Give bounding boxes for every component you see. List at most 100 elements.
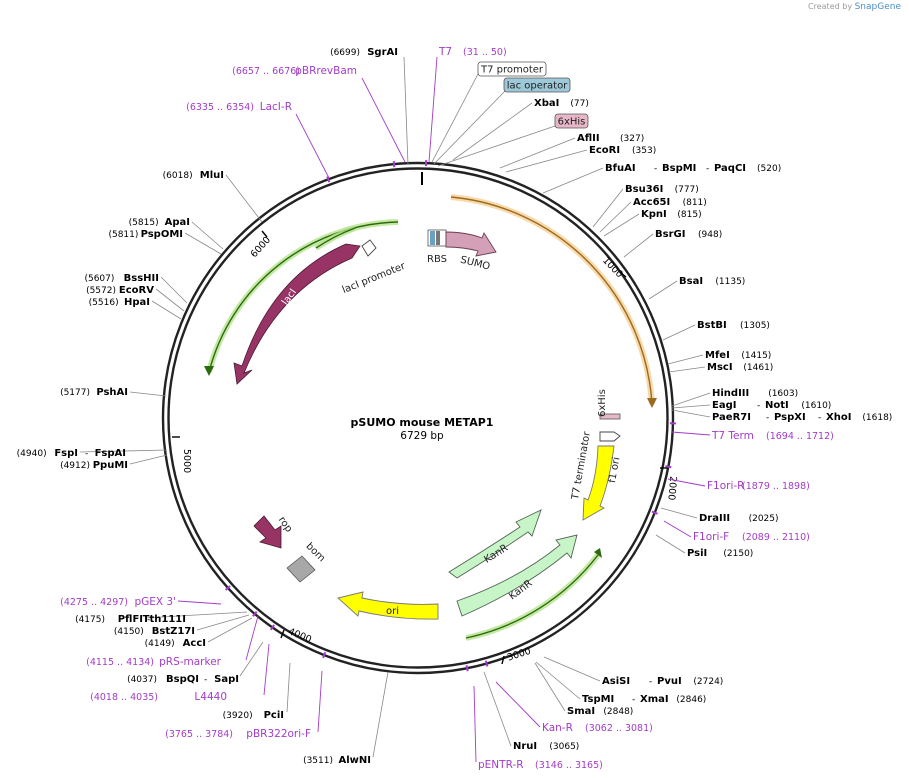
- tick-mark-6000: [261, 230, 268, 238]
- enzyme-pos-nrui: (3065): [549, 742, 579, 752]
- feature-ori[interactable]: [337, 591, 439, 620]
- snapgene-credit: Created by SnapGene: [808, 2, 901, 12]
- leader-msci: [668, 366, 706, 373]
- enzyme-paer7i: PaeR7I: [712, 412, 751, 423]
- feature-his-inner[interactable]: [599, 413, 621, 420]
- boxed-leader-0: [431, 73, 479, 163]
- enzyme-pos-aflii: (327): [620, 134, 644, 144]
- leader-kpni: [603, 213, 640, 237]
- tick-5000: 5000: [181, 449, 192, 473]
- primer-site-9: [269, 624, 276, 631]
- primer-range-8: (3765 .. 3784): [165, 729, 233, 740]
- enzyme-pos-bsshii: (5607): [84, 274, 114, 284]
- label-ori: ori: [386, 606, 399, 617]
- enzyme-psii: PsiI: [687, 548, 707, 559]
- primer-site-11: [225, 585, 231, 591]
- enzyme-fspai: FspAI: [95, 448, 126, 459]
- leader-eagi: [671, 404, 711, 409]
- feature-kanR-1[interactable]: [448, 509, 542, 579]
- map-labels: SgrAI(6699)XbaI(77)AflII(327)EcoRI(353)B…: [17, 46, 893, 771]
- primer-site-4: [665, 465, 672, 469]
- boxed-feature-0[interactable]: [477, 61, 547, 77]
- enzyme-hpai: HpaI: [124, 297, 150, 308]
- enzyme-pos-bsrgi: (948): [698, 230, 722, 240]
- enzyme-pos-msci: (1461): [743, 363, 773, 373]
- enzyme-xbai: XbaI: [534, 98, 559, 109]
- leader-bstz17i: [196, 614, 250, 631]
- orf-orange-arc: [450, 194, 655, 405]
- leader-paer7i: [671, 409, 711, 418]
- orf-green-line-1: [208, 221, 399, 373]
- feature-lacI[interactable]: [233, 243, 361, 385]
- enzyme-pos-bsai: (1135): [715, 277, 745, 287]
- enzyme-pos-pflfi: (4175): [75, 615, 105, 625]
- boxed-feature-label-1: lac operator: [507, 81, 568, 92]
- feature-f1-ori[interactable]: [582, 445, 615, 521]
- leader-psii: [655, 534, 686, 554]
- label-t7-terminator: T7 terminator: [570, 430, 593, 502]
- enzyme-eagi: EagI: [712, 400, 736, 411]
- primer-label-4: F1ori-R: [707, 480, 744, 492]
- leader-bfuai: [542, 167, 604, 194]
- label-rbs: RBS: [427, 254, 447, 265]
- feature-rop[interactable]: [253, 515, 282, 549]
- enzyme-separator: -: [706, 164, 709, 174]
- enzyme-separator: -: [649, 677, 652, 687]
- enzyme-pos-fspi: (4940): [17, 449, 47, 459]
- enzyme-separator: -: [757, 401, 760, 411]
- enzyme-pos-ecori: (353): [632, 146, 656, 156]
- boxed-feature-1[interactable]: [503, 77, 571, 93]
- enzyme-smai: SmaI: [567, 706, 595, 717]
- enzyme-msci: MscI: [707, 362, 733, 373]
- primer-site-10: [252, 610, 258, 617]
- leader-bsu36i: [592, 188, 624, 228]
- enzyme-pos-mlui: (6018): [163, 171, 193, 181]
- leader-bsai: [648, 280, 678, 300]
- leader-bsshii: [160, 276, 188, 304]
- enzyme-separator: -: [818, 413, 821, 423]
- feature-lacI-promoter[interactable]: [361, 239, 377, 257]
- enzyme-pos-paer7i: (1618): [862, 413, 892, 423]
- orf-green-head-3: [594, 548, 602, 558]
- primer-label-1: pBRrevBam: [295, 65, 357, 77]
- boxed-leader-1: [433, 89, 507, 165]
- leader-acci: [207, 617, 253, 643]
- tick-2000: 2000: [665, 476, 678, 501]
- enzyme-pos-pcii: (3920): [223, 711, 253, 721]
- tick-3000: 3000: [506, 646, 532, 664]
- enzyme-pcii: PciI: [264, 710, 284, 721]
- tick-6000: 6000: [249, 235, 273, 260]
- boxed-leader-2: [437, 125, 556, 167]
- feature-bom[interactable]: [286, 555, 316, 583]
- primer-label-2: LacI-R: [260, 101, 292, 113]
- leader-bsrgi: [623, 233, 654, 258]
- feature-t7-terminator[interactable]: [599, 431, 621, 442]
- enzyme-pos-bstz17i: (4150): [114, 627, 144, 637]
- primer-site-2: [326, 176, 331, 183]
- feature-sumo[interactable]: [445, 231, 497, 257]
- enzyme-sgrai: SgrAI: [367, 47, 398, 58]
- leader-alwni: [372, 671, 389, 758]
- enzyme-separator: -: [766, 413, 769, 423]
- backbone-outer: [161, 161, 675, 675]
- primer-label-5: F1ori-F: [693, 531, 729, 543]
- primer-leader-6: [495, 681, 541, 728]
- feature-kanR-2[interactable]: [456, 534, 578, 617]
- enzyme-pos-kpni: (815): [677, 210, 701, 220]
- primer-label-6: Kan-R: [542, 722, 573, 734]
- feature-t7-box: [436, 231, 440, 245]
- enzyme-ppumi: PpuMI: [93, 460, 128, 471]
- primer-range-7: (3146 .. 3165): [535, 760, 603, 771]
- enzyme-fspi: FspI: [54, 448, 78, 459]
- enzyme-acci: AccI: [183, 638, 206, 649]
- leader-fspi: [79, 449, 168, 453]
- enzyme-pos-bstbi: (1305): [740, 321, 770, 331]
- orf-green-line-3: [465, 554, 599, 639]
- boxed-feature-2[interactable]: [554, 113, 589, 129]
- enzyme-bstz17i: BstZ17I: [152, 626, 195, 637]
- enzyme-pos-pshai: (5177): [60, 388, 90, 398]
- leader-pflfi: [144, 611, 248, 619]
- enzyme-pos-ecorv: (5572): [86, 286, 116, 296]
- leader-bspqi: [239, 641, 264, 677]
